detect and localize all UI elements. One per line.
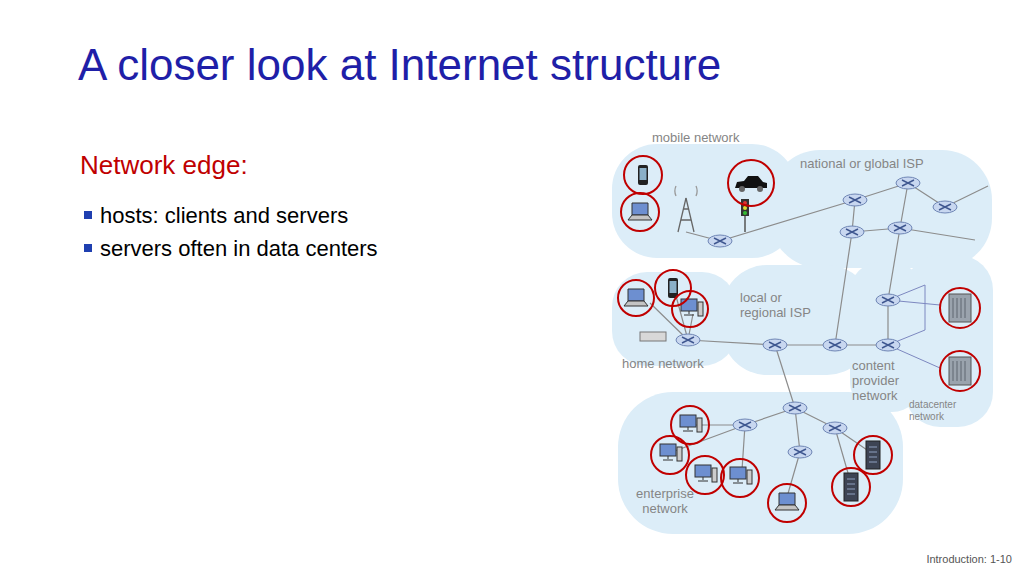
region-label: mobile network: [652, 130, 739, 145]
region-shape: [722, 265, 872, 375]
bullet-text: hosts: clients and servers: [100, 203, 348, 229]
region-label: enterprise network: [620, 486, 710, 516]
region-label: content provider network: [852, 358, 918, 403]
network-region: local or regional ISP: [722, 265, 872, 375]
slide-footer: Introduction: 1-10: [926, 553, 1012, 565]
network-region: enterprise network: [618, 392, 903, 534]
network-region: mobile network: [612, 128, 797, 258]
region-label: home network: [622, 356, 704, 371]
network-region: datacenter network: [905, 255, 993, 427]
region-label: local or regional ISP: [740, 290, 825, 320]
bullet-text: servers often in data centers: [100, 236, 378, 262]
region-shape: [612, 128, 797, 258]
bullet-square: [84, 244, 92, 252]
section-heading: Network edge:: [80, 150, 248, 181]
network-region: home network: [612, 272, 737, 380]
region-label: datacenter network: [909, 399, 971, 423]
bullet-square: [84, 211, 92, 219]
slide-title: A closer look at Internet structure: [78, 40, 721, 90]
network-region: national or global ISP: [770, 150, 992, 268]
region-label: national or global ISP: [800, 156, 924, 171]
network-region: content provider network: [850, 262, 922, 412]
